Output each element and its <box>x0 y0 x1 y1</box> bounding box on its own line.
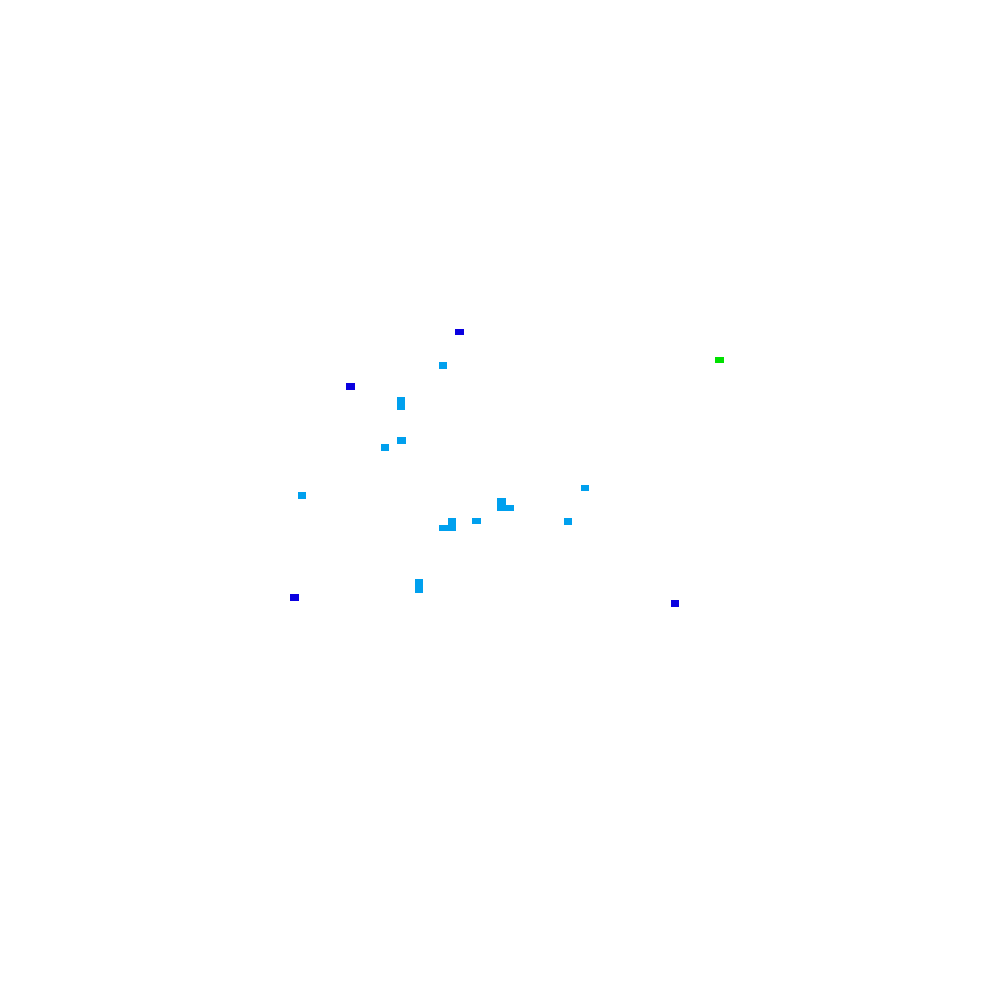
map-marker-light <box>564 518 572 525</box>
map-marker-green <box>715 357 724 363</box>
map-marker-light <box>397 437 406 444</box>
map-marker-light <box>298 492 306 499</box>
map-marker-dark <box>290 594 299 601</box>
map-marker-dark <box>671 600 679 607</box>
map-marker-dark <box>455 329 464 335</box>
map-marker-light <box>439 362 447 369</box>
map-marker-light <box>439 525 448 531</box>
map-marker-light <box>415 579 423 593</box>
map-marker-light <box>381 444 389 451</box>
map-marker-light <box>448 518 456 531</box>
map-marker-dark <box>346 383 355 390</box>
map-marker-light <box>581 485 589 491</box>
map-marker-light <box>506 505 514 511</box>
map-marker-light <box>472 518 481 524</box>
map-marker-light <box>397 397 405 410</box>
map-marker-light <box>497 498 506 511</box>
